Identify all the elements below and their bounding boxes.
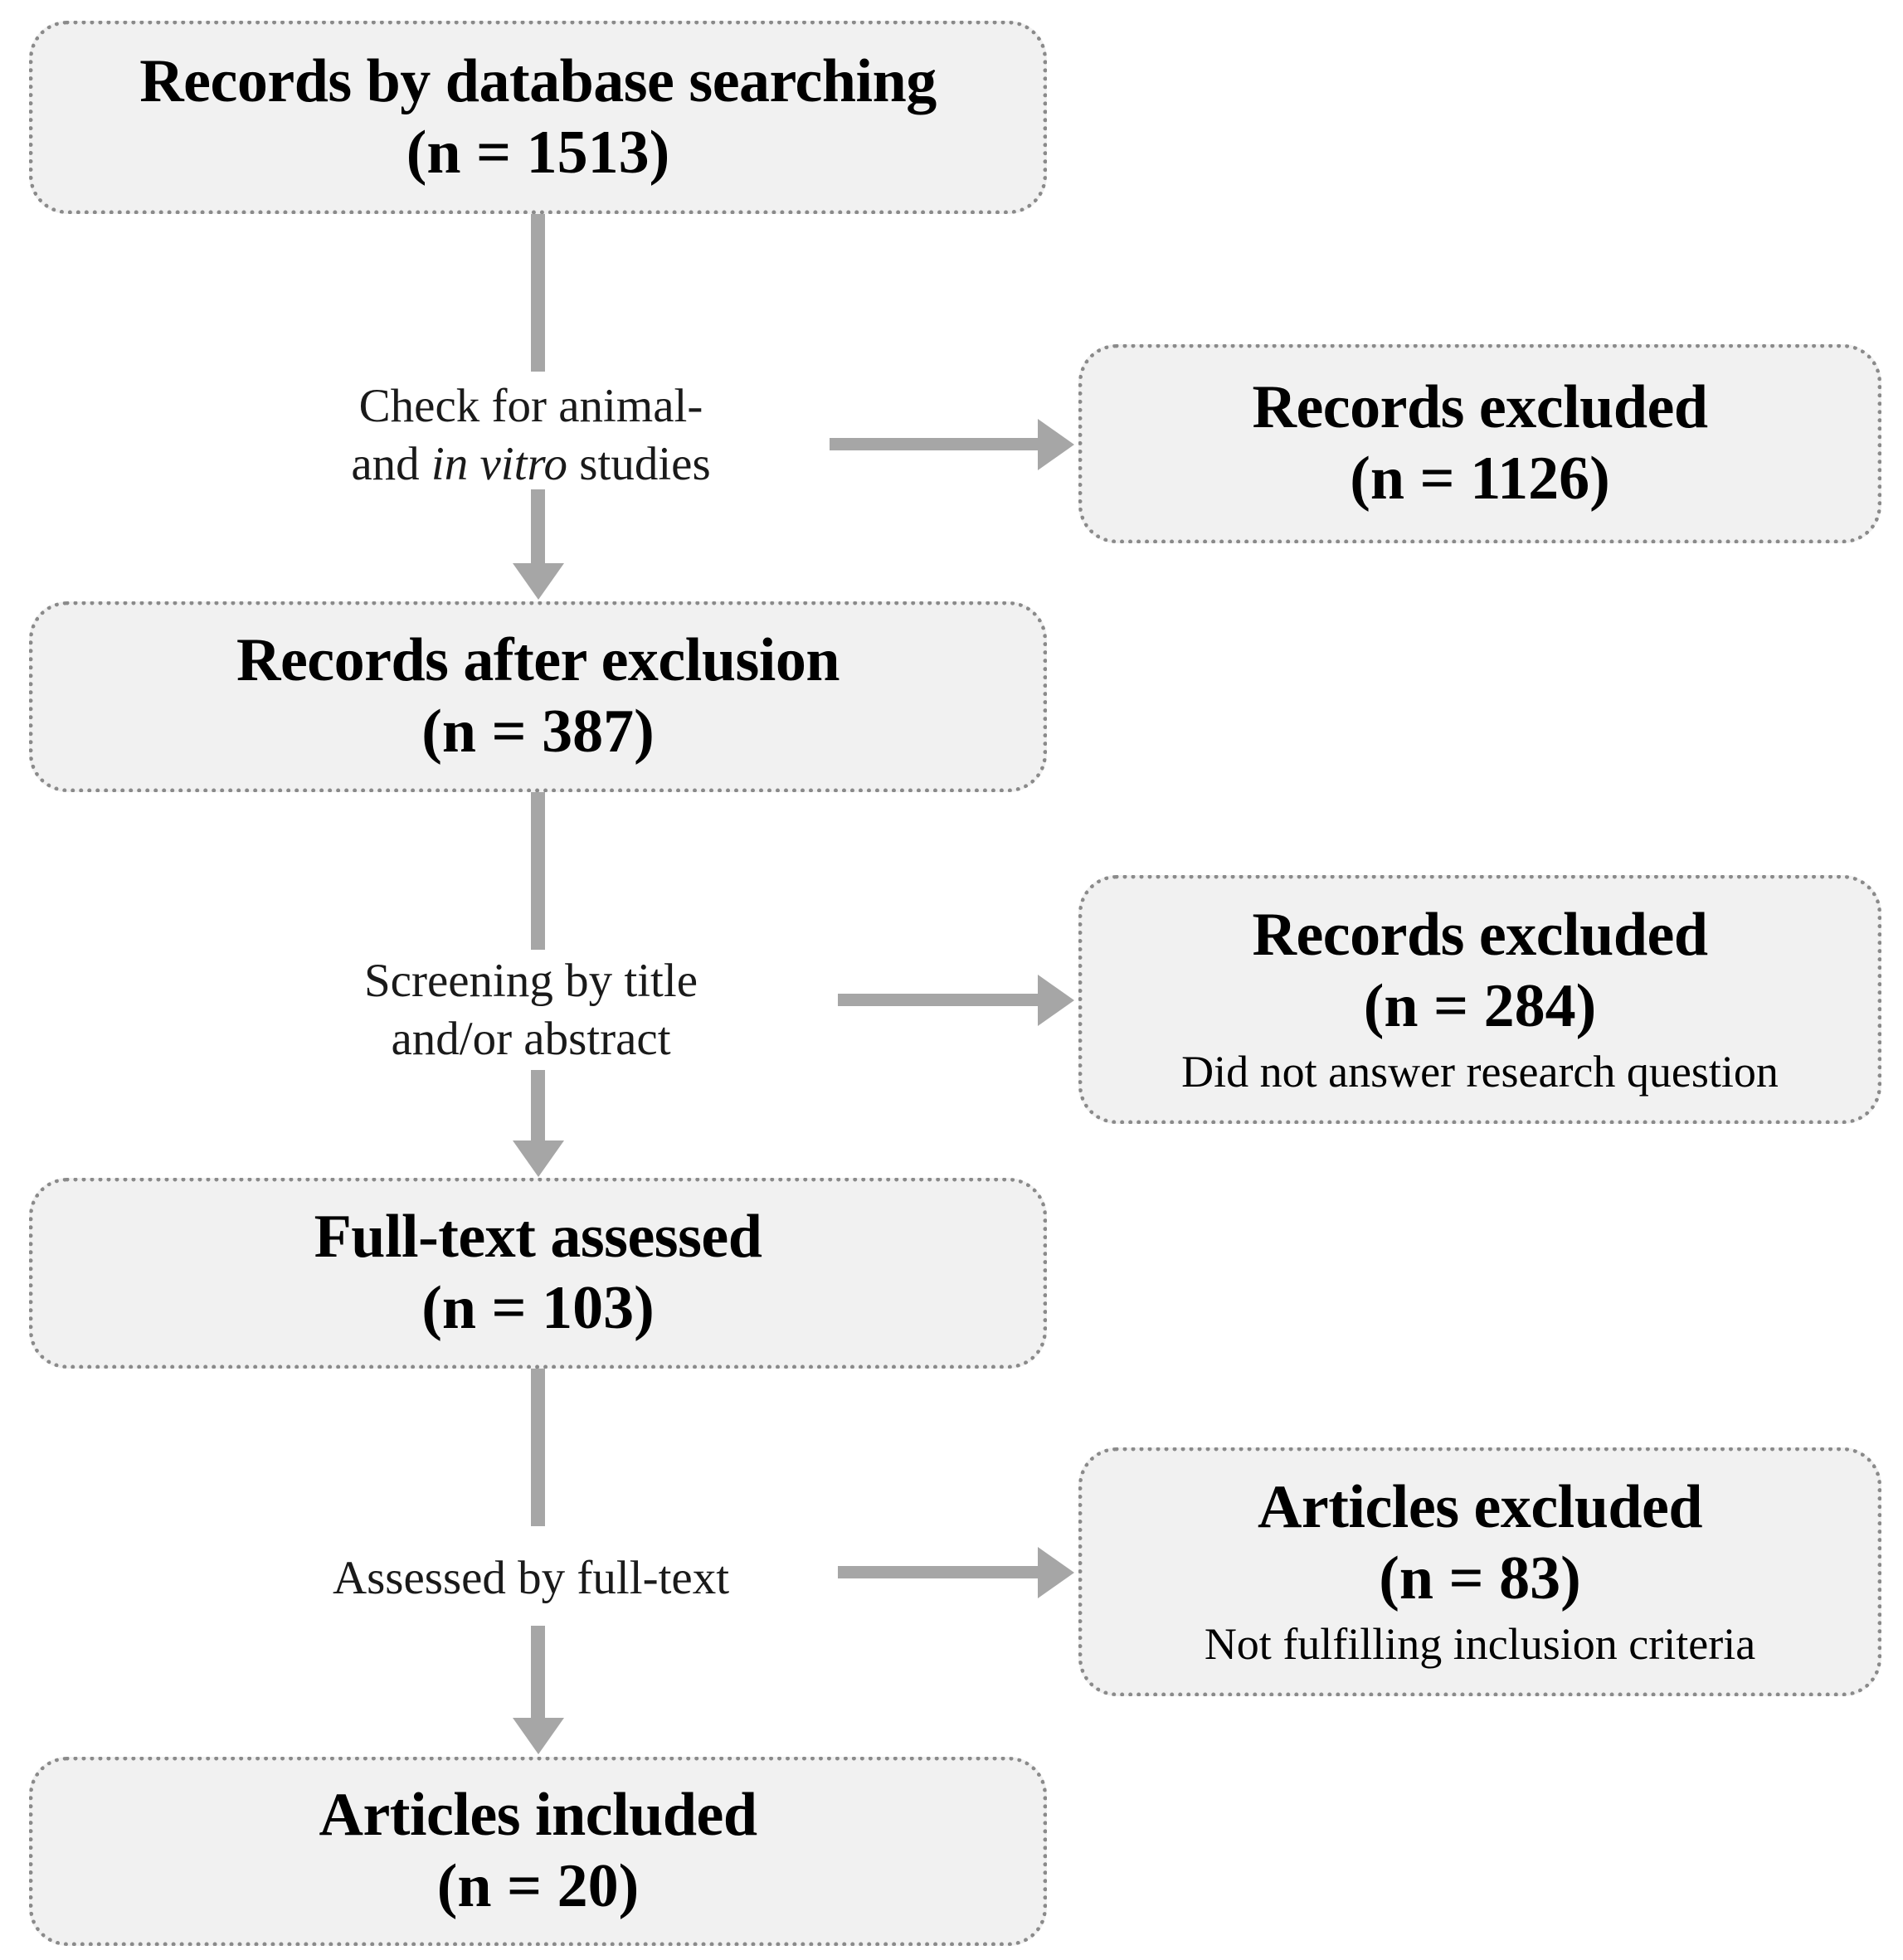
node-title: Articles included (319, 1781, 757, 1850)
node-count: (n = 83) (1379, 1544, 1581, 1612)
connector-arrow-exclude-2 (838, 994, 1039, 1006)
edge-label-line-1: Screening by title (363, 955, 698, 1007)
node-title: Articles excluded (1257, 1472, 1703, 1541)
node-count: (n = 1126) (1350, 445, 1610, 513)
connector-arrow-exclude-3 (838, 1566, 1039, 1578)
node-records-excluded-1: Records excluded (n = 1126) (1078, 344, 1881, 543)
node-subtext: Not fulfilling inclusion criteria (1204, 1619, 1756, 1670)
node-count: (n = 103) (421, 1274, 655, 1342)
node-count: (n = 387) (421, 698, 655, 766)
node-count: (n = 20) (436, 1852, 640, 1920)
edge-label-check-animal-invitro: Check for animal- and in vitro studies (274, 377, 788, 493)
node-title: Records by database searching (139, 46, 937, 115)
edge-label-line-1: Assessed by full-text (332, 1552, 730, 1604)
node-articles-excluded: Articles excluded (n = 83) Not fulfillin… (1078, 1447, 1881, 1696)
node-title: Records excluded (1252, 373, 1709, 442)
edge-label-line-1: Check for animal- (358, 380, 703, 432)
edge-label-line-2-pre: and/or abstract (391, 1012, 671, 1065)
connector-stem-2-upper (531, 792, 545, 950)
node-count: (n = 284) (1363, 971, 1597, 1040)
node-records-after-exclusion: Records after exclusion (n = 387) (29, 601, 1047, 792)
edge-label-line-2-pre: and (351, 437, 431, 490)
connector-stem-3-upper (531, 1369, 545, 1526)
node-full-text-assessed: Full-text assessed (n = 103) (29, 1178, 1047, 1369)
node-count: (n = 1513) (406, 118, 670, 187)
node-records-identified: Records by database searching (n = 1513) (29, 21, 1047, 214)
edge-label-line-2-post: studies (567, 437, 711, 490)
node-title: Records after exclusion (236, 626, 840, 695)
node-title: Records excluded (1252, 900, 1709, 969)
edge-label-screening-title-abstract: Screening by title and/or abstract (274, 952, 788, 1068)
edge-label-assessed-full-text: Assessed by full-text (274, 1549, 788, 1607)
connector-arrow-3-lower (531, 1626, 545, 1719)
edge-label-line-2: and/or abstract (274, 1010, 788, 1068)
connector-arrow-2-lower (531, 1070, 545, 1141)
node-title: Full-text assessed (314, 1203, 762, 1272)
node-records-excluded-2: Records excluded (n = 284) Did not answe… (1078, 875, 1881, 1124)
connector-arrow-exclude-1 (830, 438, 1039, 450)
connector-stem-1-upper (531, 214, 545, 372)
edge-label-line-2-italic: in vitro (431, 437, 568, 490)
node-subtext: Did not answer research question (1181, 1047, 1779, 1097)
node-articles-included: Articles included (n = 20) (29, 1757, 1047, 1946)
connector-arrow-1-lower (531, 489, 545, 564)
edge-label-line-2: and in vitro studies (274, 435, 788, 494)
